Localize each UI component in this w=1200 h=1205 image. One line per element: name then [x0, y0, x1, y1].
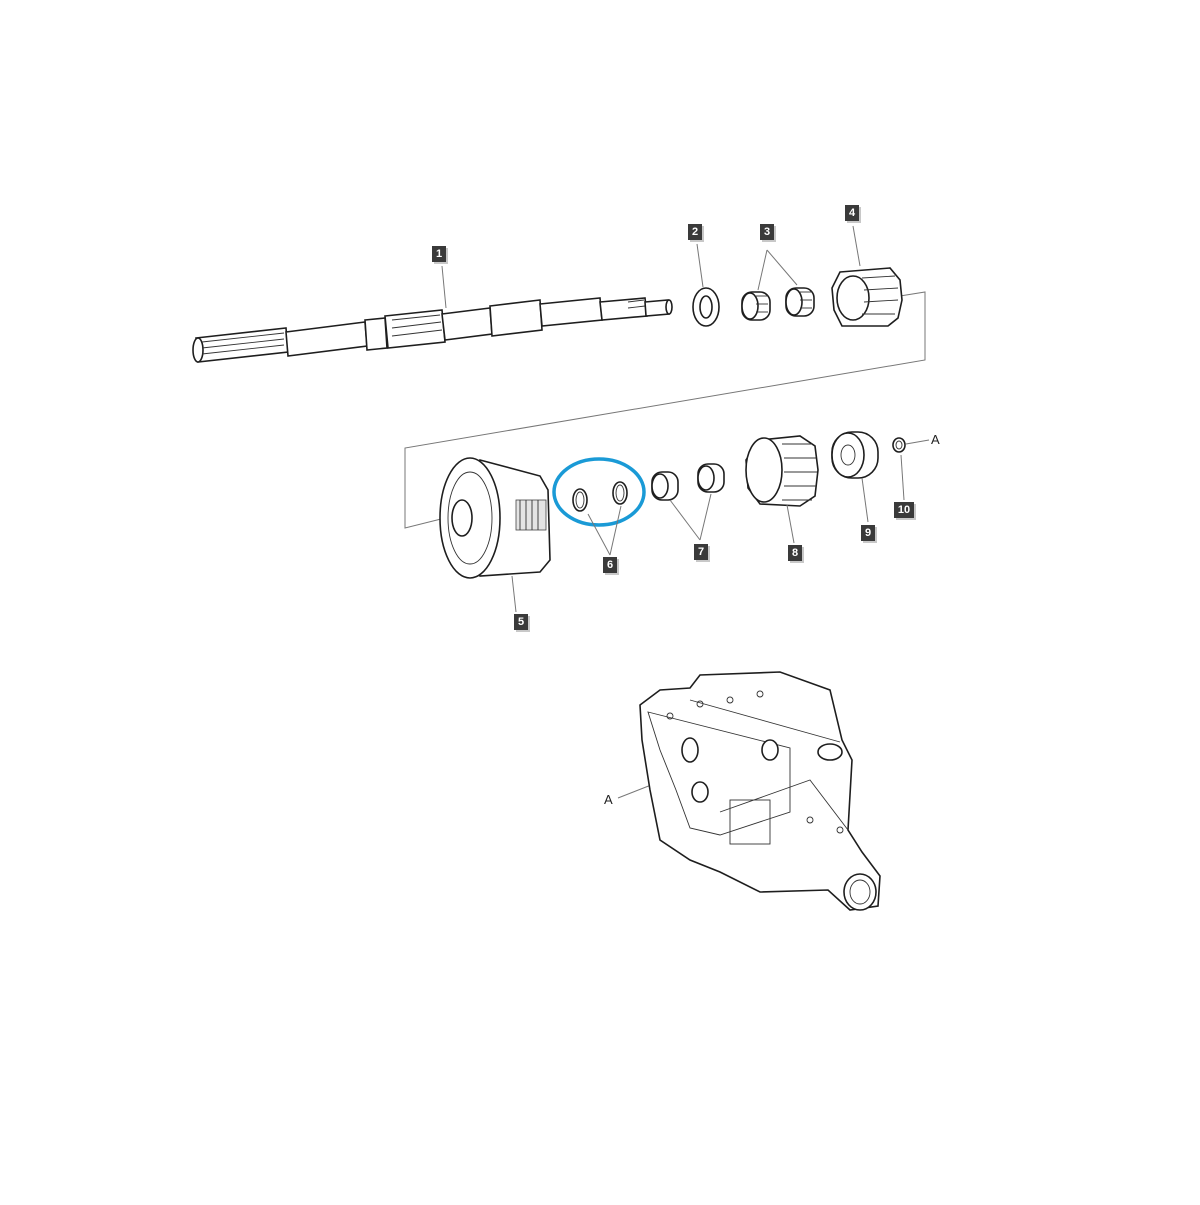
callout-part-8: 8	[788, 545, 802, 561]
clutch-pack-part-5	[439, 457, 551, 579]
small-ring-part-10	[892, 437, 906, 453]
gear-part-8	[745, 435, 819, 507]
leader-lines	[441, 225, 930, 799]
callout-part-5: 5	[514, 614, 528, 630]
callout-part-1: 1	[432, 246, 446, 262]
needle-bearings-part-3	[741, 287, 815, 321]
callout-part-10: 10	[894, 502, 914, 518]
shaft-part-1	[192, 297, 673, 363]
washer-part-2	[692, 287, 720, 327]
reference-letter-a-housing: A	[604, 792, 613, 807]
transmission-housing	[639, 671, 881, 911]
highlight-circle	[552, 457, 646, 527]
callout-part-9: 9	[861, 525, 875, 541]
assembly-guide-lines	[404, 291, 926, 529]
ball-bearing-part-9	[831, 431, 879, 479]
gear-part-4	[831, 267, 903, 327]
callout-part-2: 2	[688, 224, 702, 240]
callout-part-3: 3	[760, 224, 774, 240]
callout-part-7: 7	[694, 544, 708, 560]
reference-letter-a-parts: A	[931, 432, 940, 447]
callout-part-6: 6	[603, 557, 617, 573]
callout-part-4: 4	[845, 205, 859, 221]
rings-part-6	[572, 481, 628, 512]
bearings-part-7	[651, 463, 725, 501]
